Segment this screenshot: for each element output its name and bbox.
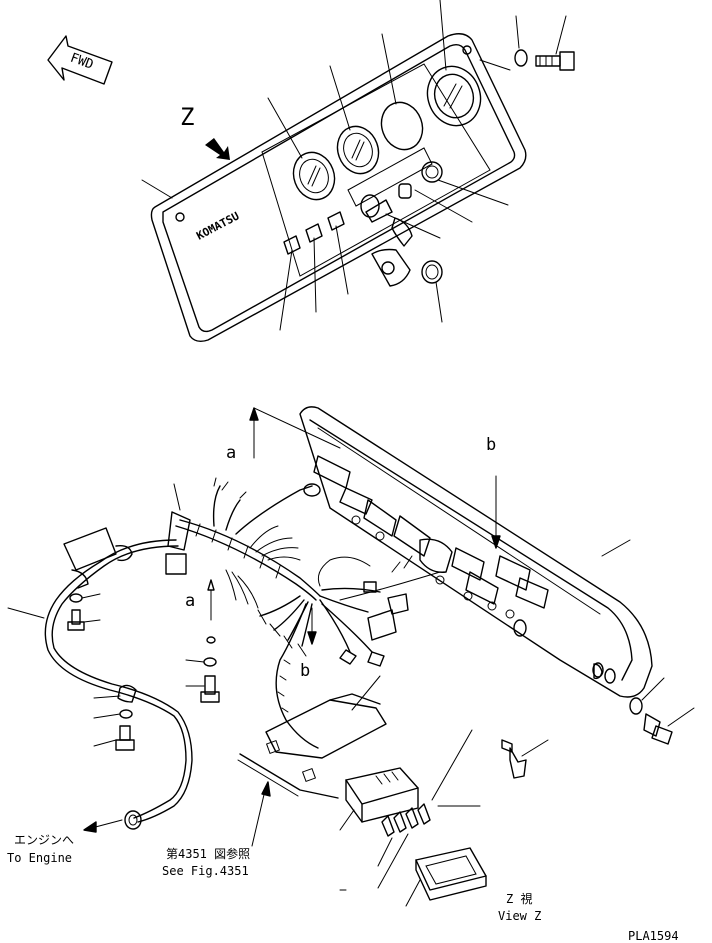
relay-block <box>345 767 419 823</box>
engine-end-connector <box>124 810 142 830</box>
warning-lamp-2 <box>305 223 323 243</box>
gauge-large <box>426 65 482 127</box>
relay-cover <box>415 847 487 901</box>
bolt-relay <box>501 739 527 779</box>
to-engine-en: To Engine <box>7 851 72 865</box>
to-engine-jp: エンジンへ <box>14 833 74 847</box>
view-z-en: View Z <box>498 909 541 923</box>
see-fig-en: See Fig.4351 <box>162 864 249 878</box>
view-z-jp: Z 視 <box>506 891 532 906</box>
rotary-switch <box>398 183 412 199</box>
z-view-marker: Z <box>180 103 194 131</box>
fwd-arrow-icon: FWD <box>47 35 113 85</box>
gauge-left <box>292 151 336 201</box>
key-switch <box>360 194 413 247</box>
harness-assembly <box>7 406 695 907</box>
brand-logo: KOMATSU <box>194 209 241 242</box>
see-fig-jp: 第4351 図参照 <box>166 846 250 861</box>
terminal-set <box>381 803 431 837</box>
round-button <box>421 161 443 183</box>
z-direction-arrow-icon <box>205 138 230 160</box>
bolt <box>535 51 575 71</box>
ref-b-left: b <box>300 661 310 681</box>
instrument-panel-view-z: KOMATSU <box>141 0 575 343</box>
warning-lamp-1 <box>283 235 301 255</box>
washer-lower <box>629 697 643 715</box>
warning-lamp-3 <box>327 211 345 231</box>
ref-a-top: a <box>226 443 236 463</box>
bolt-lower-right <box>643 713 673 745</box>
gauge-middle <box>336 125 380 175</box>
figure-code: PLA1594 <box>628 929 679 943</box>
grommet <box>421 260 443 284</box>
gauge-blank <box>380 101 424 151</box>
ref-b-top: b <box>486 435 496 455</box>
ref-a-left: a <box>185 591 195 611</box>
washer <box>514 49 528 67</box>
